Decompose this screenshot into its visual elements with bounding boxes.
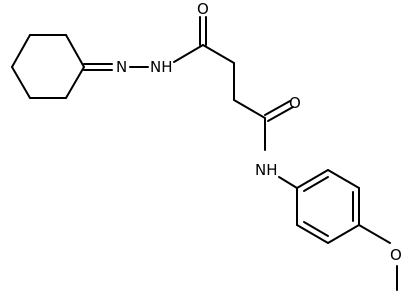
chain-bond-3 bbox=[233, 99, 266, 119]
cyclohexane-ring bbox=[11, 34, 85, 99]
nh-carbonyl-bond bbox=[173, 44, 204, 63]
top-carbonyl-double-bond bbox=[199, 16, 207, 46]
right-carbonyl-o-label: O bbox=[289, 94, 301, 112]
methoxy-o-label: O bbox=[390, 246, 402, 264]
benzene-ring bbox=[296, 169, 360, 244]
top-carbonyl-o-label: O bbox=[197, 0, 209, 18]
imine-double-bond bbox=[83, 63, 113, 71]
nh-aryl-bond bbox=[278, 176, 298, 189]
hydrazone-n-label: N bbox=[116, 58, 127, 76]
chain-bond-1 bbox=[202, 44, 235, 64]
hydrazide-nh-label: NH bbox=[150, 58, 173, 76]
amide-nh-label: NH bbox=[255, 161, 278, 179]
aryl-o-bond bbox=[358, 224, 391, 244]
right-carbonyl-double-bond bbox=[264, 100, 294, 122]
